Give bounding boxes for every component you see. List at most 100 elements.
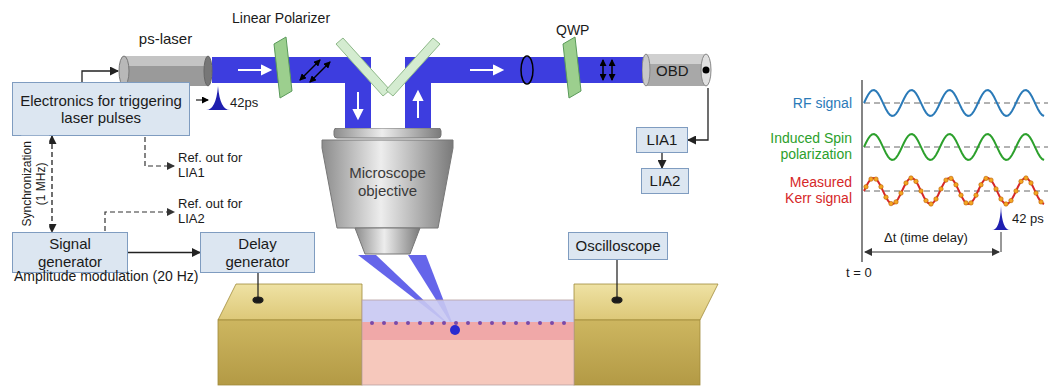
wire: [616, 260, 617, 298]
device-channel: [362, 300, 574, 385]
sample-dot: [874, 177, 878, 181]
text-label: Ref. out for LIA1: [178, 151, 244, 181]
sample-dot: [1019, 179, 1023, 183]
beam-direction-arrow: [238, 69, 262, 71]
sample-dot: [1024, 176, 1028, 180]
spin-dot: [430, 321, 434, 325]
spin-dot: [538, 321, 542, 325]
device-channel: [450, 325, 460, 335]
timing-axis: [864, 191, 1048, 192]
sample-dot: [864, 185, 868, 189]
device-channel: [370, 321, 566, 325]
sample-dot: [879, 185, 883, 189]
beam-direction-arrow: [494, 66, 502, 74]
polarizer-plate: [563, 37, 581, 98]
sample-dot: [1014, 189, 1018, 193]
spin-dot: [526, 321, 530, 325]
oscilloscope-box: Oscilloscope: [568, 232, 668, 260]
spin-dot: [550, 321, 554, 325]
beam-direction-arrow: [417, 100, 419, 118]
node-text: Delay generator: [207, 235, 308, 270]
sample-dot: [884, 195, 888, 199]
sample-dot: [914, 179, 918, 183]
beam-direction-arrow: [414, 92, 422, 100]
sample-dot: [894, 200, 898, 204]
laser-beam: [405, 57, 643, 83]
polarization-arrow: [300, 56, 612, 84]
text-label: Ref. out for LIA2: [178, 197, 244, 227]
reference-leader: [105, 137, 174, 231]
laser-body: [204, 56, 212, 86]
sample-dot: [949, 176, 953, 180]
node-text: Signal generator: [19, 235, 121, 270]
sample-dot: [969, 201, 973, 205]
probe-pulse: [992, 206, 1010, 252]
device-contact-pad: [574, 320, 700, 385]
device-contact-pad: [218, 284, 718, 385]
reference-leader: [145, 137, 174, 166]
laser-pulse: [196, 86, 230, 110]
sample-dot: [909, 176, 913, 180]
device-contact-pad: [218, 320, 362, 385]
polarization-arrow: [310, 62, 330, 82]
detector-aperture: [703, 67, 710, 74]
beam-direction-arrow: [354, 110, 362, 118]
probe-pulse: [1001, 232, 1002, 252]
connector: [688, 88, 708, 140]
sample-dot: [1039, 200, 1043, 204]
electronics-box: Electronics for triggering laser pulses: [12, 82, 190, 136]
sample-dot: [919, 189, 923, 193]
sample-dot: [989, 178, 993, 182]
signal-generator-box: Signal generator: [12, 232, 128, 273]
spin-dot: [454, 321, 458, 325]
connector: [661, 153, 662, 168]
laser-pulse: [196, 99, 208, 100]
device-contact-pad: [574, 284, 718, 320]
spin-dot: [382, 321, 386, 325]
connector: [128, 252, 200, 253]
sample-dot: [1009, 198, 1013, 202]
sample-dot: [869, 177, 873, 181]
waveform: [864, 134, 1044, 160]
microscope-objective: Microscope objective: [320, 128, 455, 255]
sample-dot: [974, 193, 978, 197]
sample-dot: [954, 183, 958, 187]
polarizer-plate: [274, 37, 581, 98]
text-label: Amplitude modulation (20 Hz): [14, 268, 198, 284]
spin-dot: [394, 321, 398, 325]
sample-dot: [959, 193, 963, 197]
edge-label: Synchronization (1 MHz): [21, 136, 49, 232]
text-label: Δt (time delay): [884, 231, 968, 246]
connector: [51, 136, 52, 232]
sample-dot: [929, 202, 933, 206]
reference-leader: [105, 212, 174, 231]
device-channel: [362, 300, 574, 322]
sample-dot: [944, 178, 948, 182]
text-label: Linear Polarizer: [232, 10, 330, 26]
detector: OBD: [642, 52, 712, 88]
spin-dot: [442, 321, 446, 325]
wire: [253, 297, 263, 303]
objective-body: [355, 228, 420, 254]
sample-dot: [979, 183, 983, 187]
sample-dot: [964, 201, 968, 205]
polarization-arrow: [602, 60, 604, 80]
mirror: [336, 38, 440, 96]
device-channel: [362, 322, 574, 340]
polarization-arrow: [521, 56, 533, 84]
polarization-arrow: [611, 60, 613, 80]
objective-body: [334, 128, 441, 138]
sample-dot: [1029, 181, 1033, 185]
detector-body: [646, 54, 706, 86]
laser-pulse: [206, 86, 230, 110]
lock-in-box: LIA1: [636, 127, 688, 153]
spin-dot: [418, 321, 422, 325]
timing-axis: [861, 80, 862, 262]
sample-dot: [899, 191, 903, 195]
sample-dot: [994, 187, 998, 191]
sample-dot: [939, 187, 943, 191]
device-channel: [362, 340, 574, 385]
objective-body: [322, 140, 453, 228]
text-label: 42 ps: [1012, 212, 1044, 227]
